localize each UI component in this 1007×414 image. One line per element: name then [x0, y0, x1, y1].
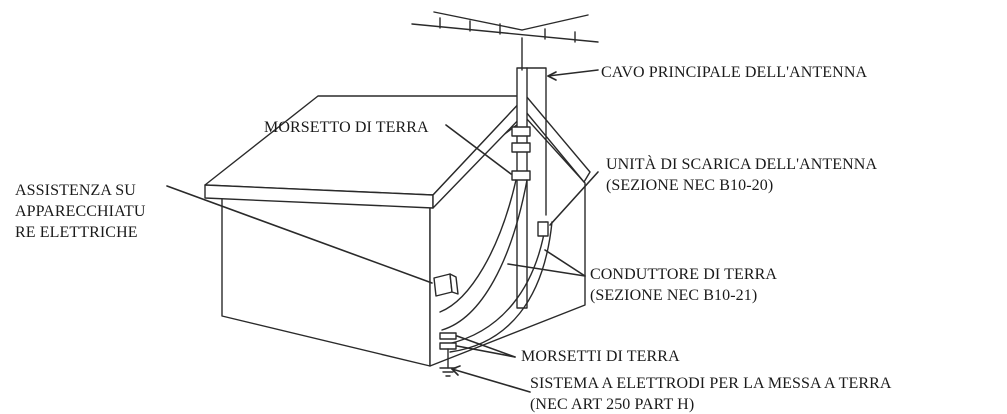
- service-equipment-box: [433, 273, 459, 297]
- discharge-unit-label: UNITÀ DI SCARICA DELL'ANTENNA (SEZIONE N…: [606, 156, 878, 194]
- antenna-elements: [411, 11, 599, 71]
- leader-lines: [166, 69, 599, 393]
- ground-clamps-label: MORSETTI DI TERRA: [521, 348, 680, 365]
- main-antenna-lead-label: CAVO PRINCIPALE DELL'ANTENNA: [601, 64, 868, 81]
- discharge-unit-box: [537, 221, 549, 237]
- mast-ground-clamps: [511, 126, 531, 181]
- electrode-system-label: SISTEMA A ELETTRODI PER LA MESSA A TERRA…: [530, 375, 892, 413]
- service-equipment-label: ASSISTENZA SU APPARECCHIATU RE ELETTRICH…: [15, 182, 146, 241]
- ground-clamp-label: MORSETTO DI TERRA: [264, 119, 429, 136]
- grounding-conductor-label: CONDUTTORE DI TERRA (SEZIONE NEC B10-21): [590, 266, 778, 304]
